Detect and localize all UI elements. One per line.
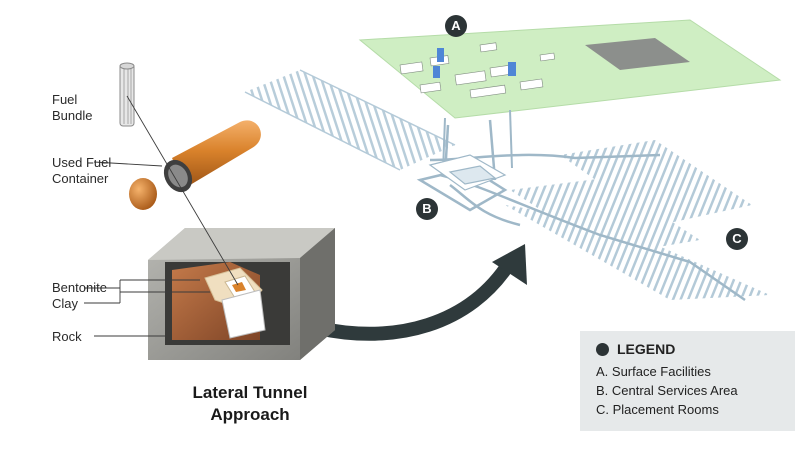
legend-bullet-icon bbox=[596, 342, 609, 356]
bentonite-clay-label-line1: Bentonite bbox=[52, 280, 107, 295]
central-services-area bbox=[428, 154, 507, 191]
tunnel-cutaway bbox=[148, 228, 335, 360]
fuel-bundle-label-line2: Bundle bbox=[52, 108, 93, 123]
legend-box: LEGEND A. Surface Facilities B. Central … bbox=[580, 331, 795, 431]
leader-lines bbox=[84, 95, 239, 337]
legend-heading-text: LEGEND bbox=[617, 341, 676, 357]
surface-facilities-pad bbox=[358, 19, 782, 119]
fuel-bundle-label-line1: Fuel bbox=[52, 92, 78, 107]
bentonite-clay-label-line2: Clay bbox=[52, 296, 79, 311]
diagram-title-line2: Approach bbox=[210, 405, 290, 424]
placement-rooms-east bbox=[505, 140, 770, 300]
diagram-title: Lateral Tunnel Approach bbox=[160, 382, 340, 426]
bentonite-clay-label: Bentonite Clay bbox=[52, 280, 107, 312]
used-fuel-container-label-line2: Container bbox=[52, 171, 109, 186]
legend-item-placement-rooms: C. Placement Rooms bbox=[596, 402, 719, 417]
placement-rooms-west bbox=[244, 69, 456, 171]
arrow-head bbox=[492, 244, 527, 285]
legend-item-central-services: B. Central Services Area bbox=[596, 383, 738, 398]
marker-a: A bbox=[445, 15, 467, 37]
marker-c: C bbox=[726, 228, 748, 250]
fuel-bundle-graphic bbox=[119, 62, 135, 127]
rock-label: Rock bbox=[52, 329, 82, 344]
used-fuel-container-graphic bbox=[129, 120, 261, 210]
legend-item-surface-facilities: A. Surface Facilities bbox=[596, 364, 711, 379]
diagram-title-line1: Lateral Tunnel bbox=[192, 383, 308, 402]
used-fuel-container-label-line1: Used Fuel bbox=[52, 155, 112, 170]
used-fuel-container-label: Used Fuel Container bbox=[52, 155, 111, 187]
connection-arrow bbox=[316, 258, 516, 341]
legend-heading: LEGEND bbox=[596, 341, 675, 357]
fuel-bundle-label: Fuel Bundle bbox=[52, 92, 92, 124]
marker-b: B bbox=[416, 198, 438, 220]
